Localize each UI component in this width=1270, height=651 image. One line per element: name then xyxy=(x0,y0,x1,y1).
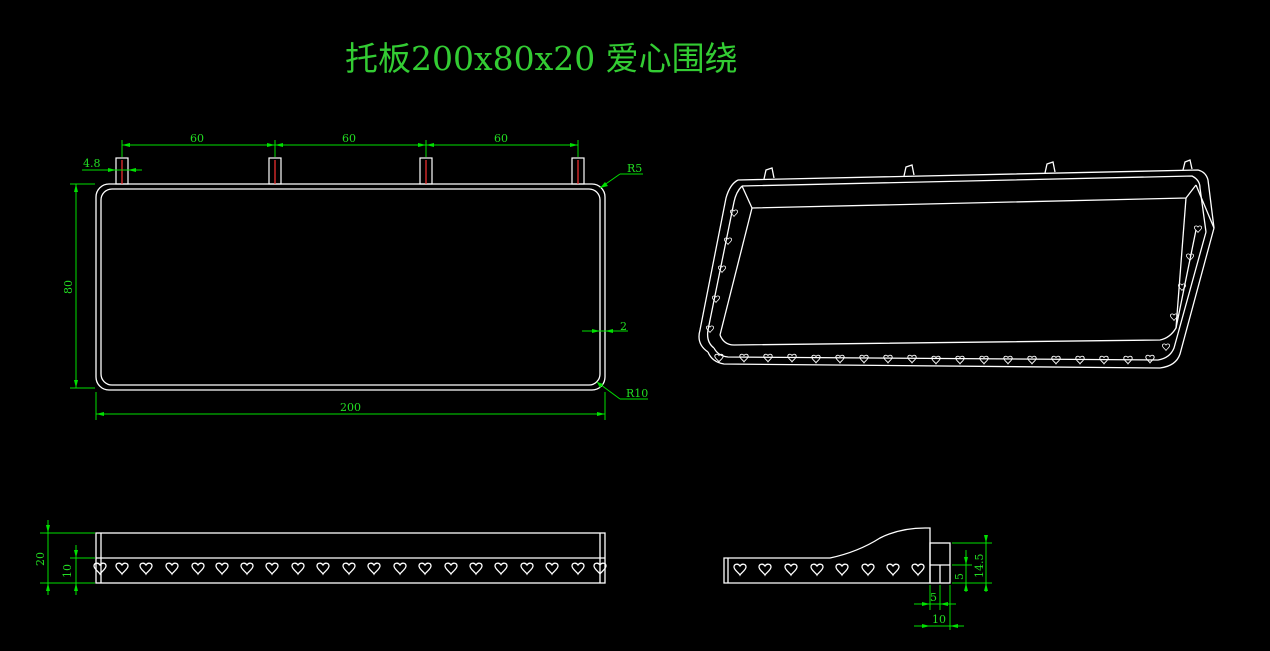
dim-side-offset-10: 10 xyxy=(932,613,946,626)
front-view: 20 10 xyxy=(34,520,607,595)
tray-outer-outline xyxy=(95,183,606,391)
dim-wall-thickness: 2 xyxy=(620,320,627,333)
dim-side-pin-height: 14.5 xyxy=(973,554,986,579)
dim-corner-r5: R5 xyxy=(627,162,642,175)
top-view: 60 60 60 4.8 R5 R10 2 80 xyxy=(62,132,648,420)
dim-corner-r10: R10 xyxy=(626,387,648,400)
dim-width: 200 xyxy=(340,401,361,414)
pin-3 xyxy=(419,157,433,185)
heart-row xyxy=(93,562,607,575)
dim-pin-spacing-3: 60 xyxy=(494,132,508,145)
pin-2 xyxy=(268,157,282,185)
dim-side-offset-5: 5 xyxy=(930,591,937,604)
dim-side-pin-small: 5 xyxy=(953,573,966,580)
dim-front-heart-height: 10 xyxy=(61,564,74,578)
side-heart-row xyxy=(733,563,925,576)
tray-inner-outline xyxy=(100,188,601,386)
dim-pin-width: 4.8 xyxy=(83,157,101,170)
pin-4 xyxy=(571,157,585,185)
dim-pin-spacing-2: 60 xyxy=(342,132,356,145)
side-view: 14.5 5 5 10 xyxy=(723,527,992,630)
pin-1 xyxy=(115,157,129,185)
dim-front-height: 20 xyxy=(34,552,47,566)
isometric-view xyxy=(698,159,1215,369)
dim-pin-spacing-1: 60 xyxy=(190,132,204,145)
drawing-title: 托板200x80x20 爱心围绕 xyxy=(345,39,738,78)
dim-height: 80 xyxy=(62,280,75,294)
